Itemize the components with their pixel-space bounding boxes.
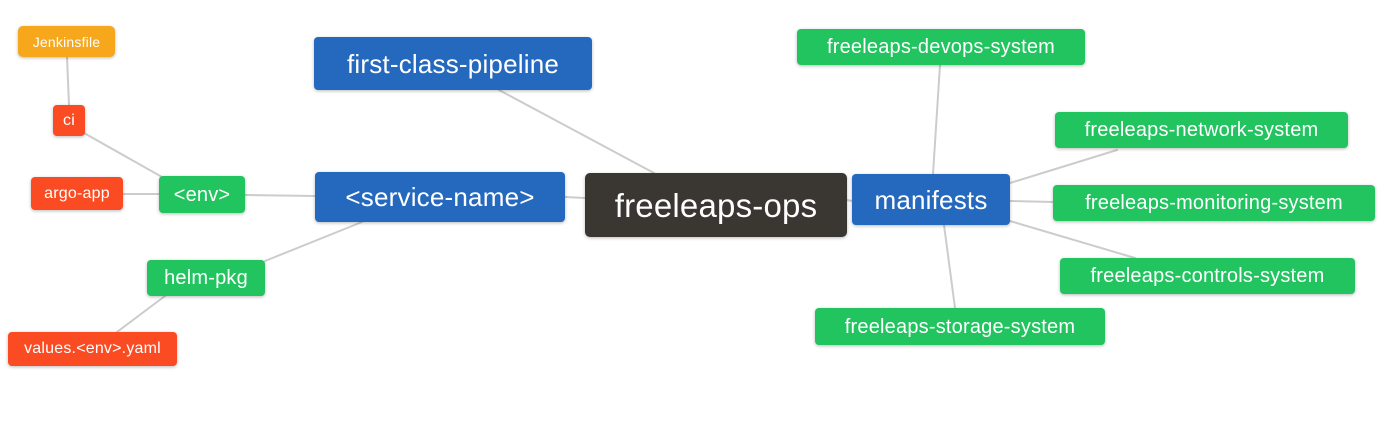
edge-valuesyaml-helmpkg xyxy=(116,295,166,333)
node-freeleaps-ops-root[interactable]: freeleaps-ops xyxy=(585,173,847,237)
node-values-env-yaml[interactable]: values.<env>.yaml xyxy=(8,332,177,366)
node-freeleaps-devops-system[interactable]: freeleaps-devops-system xyxy=(797,29,1085,65)
edge-manifests-controls xyxy=(1009,220,1136,259)
node-freeleaps-monitoring-system[interactable]: freeleaps-monitoring-system xyxy=(1053,185,1375,221)
edge-root-manifests xyxy=(846,199,853,202)
node-service-name[interactable]: <service-name> xyxy=(315,172,565,222)
node-freeleaps-controls-system[interactable]: freeleaps-controls-system xyxy=(1060,258,1355,294)
node-env[interactable]: <env> xyxy=(159,176,245,213)
node-manifests[interactable]: manifests xyxy=(852,174,1010,225)
edge-ci-env xyxy=(83,132,163,178)
node-freeleaps-network-system[interactable]: freeleaps-network-system xyxy=(1055,112,1348,148)
edge-env-servicename xyxy=(244,194,316,197)
edge-jenkinsfile-ci xyxy=(66,56,70,106)
node-ci[interactable]: ci xyxy=(53,105,85,136)
edge-servicename-root xyxy=(564,196,586,199)
edge-manifests-network xyxy=(1009,149,1118,184)
node-first-class-pipeline[interactable]: first-class-pipeline xyxy=(314,37,592,90)
node-argo-app[interactable]: argo-app xyxy=(31,177,123,210)
node-freeleaps-storage-system[interactable]: freeleaps-storage-system xyxy=(815,308,1105,345)
node-helm-pkg[interactable]: helm-pkg xyxy=(147,260,265,296)
edge-manifests-devops xyxy=(932,64,941,175)
edge-pipeline-root xyxy=(498,89,655,174)
edge-helmpkg-servicename xyxy=(264,221,363,262)
node-jenkinsfile[interactable]: Jenkinsfile xyxy=(18,26,115,57)
edge-manifests-storage xyxy=(943,224,956,309)
edge-manifests-monitoring xyxy=(1009,200,1054,203)
